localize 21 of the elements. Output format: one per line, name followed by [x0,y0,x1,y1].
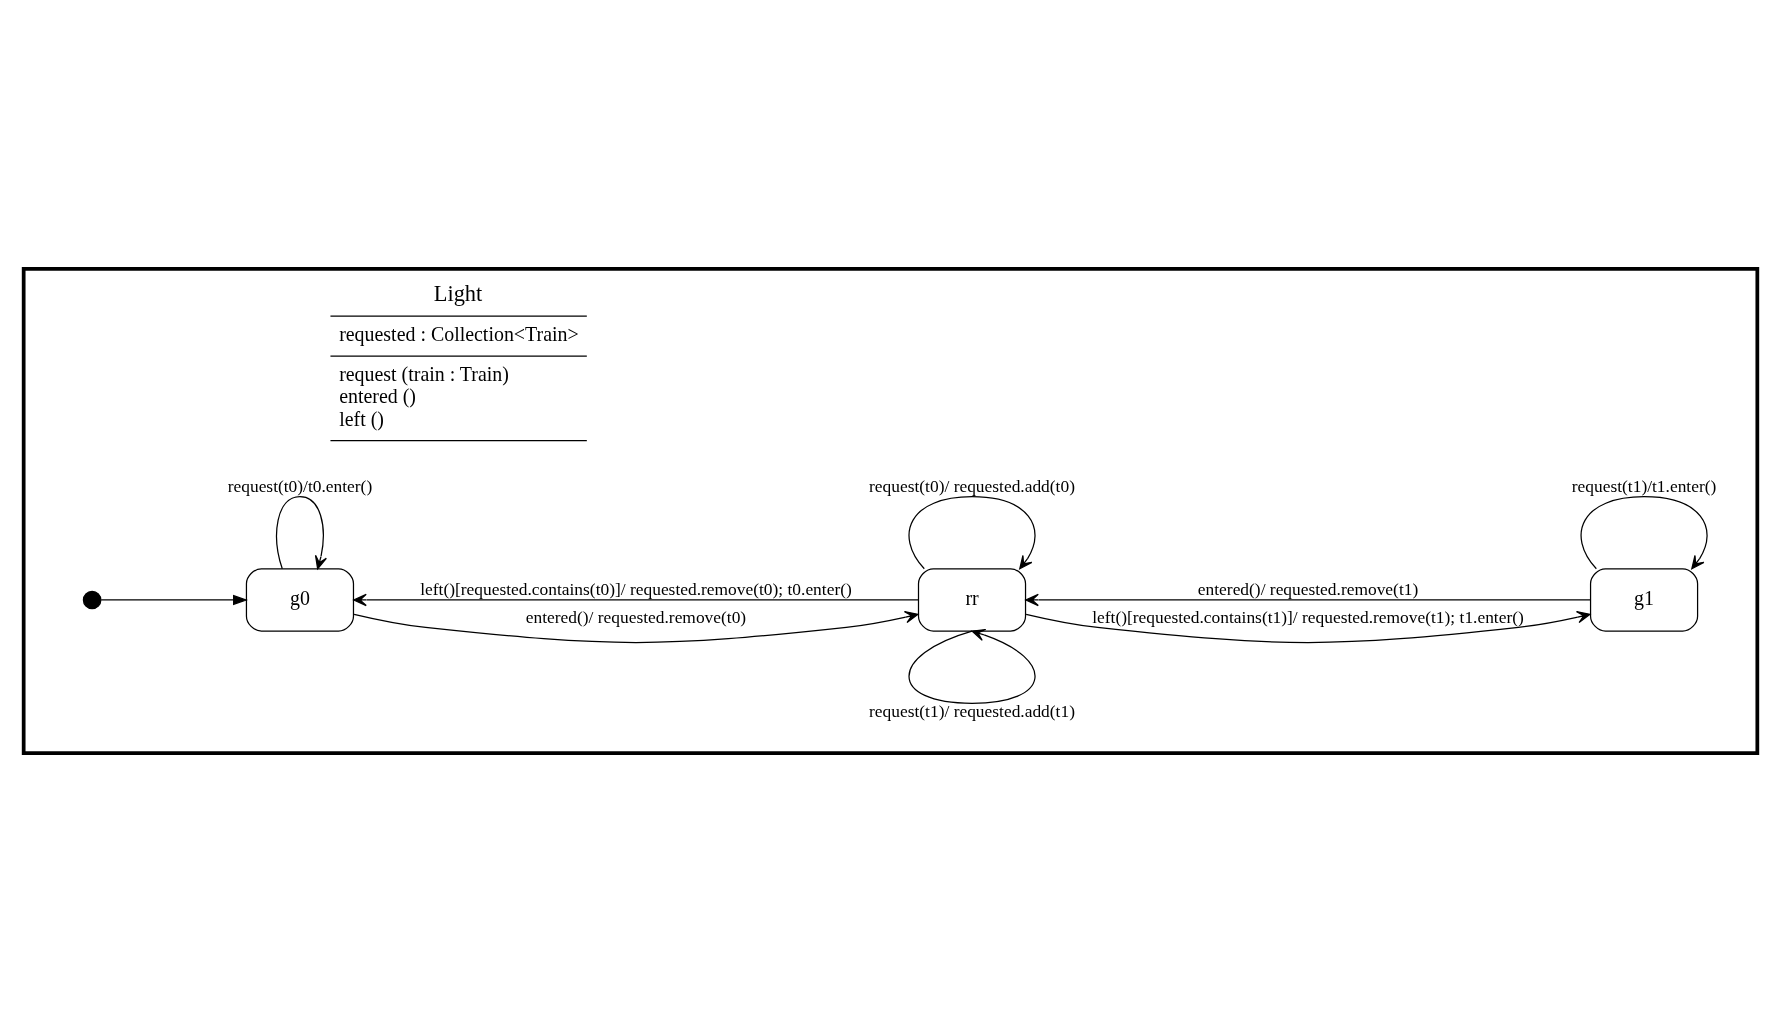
edge-label: left()[requested.contains(t0)]/ requested.remove(t0); t0.enter() [420,579,852,600]
edge-label: request(t0)/t0.enter() [227,475,373,496]
edge-label: request(t1)/t1.enter() [1571,475,1717,496]
arrow [1580,496,1708,570]
node-box: g1 [1589,568,1699,632]
arrow [908,496,1036,570]
arrow [353,611,919,644]
node-circle [82,590,102,610]
edge-label: left()[requested.contains(t1)]/ requested.remove(t1); t1.enter() [1092,606,1524,627]
arrow [353,593,920,607]
edge-label: entered()/ requested.remove(t0) [525,606,747,627]
arrow [100,594,248,606]
node-box: g0 [245,568,355,632]
arrow [1025,593,1592,607]
edge-label: request(t1)/ requested.add(t1) [869,701,1075,722]
edge-label: entered()/ requested.remove(t1) [1197,579,1419,600]
node-box: rr [917,568,1027,632]
arrow [276,496,327,570]
edge-label: request(t0)/ requested.add(t0) [869,475,1075,496]
arrow [1025,611,1591,644]
arrow [908,628,1036,704]
